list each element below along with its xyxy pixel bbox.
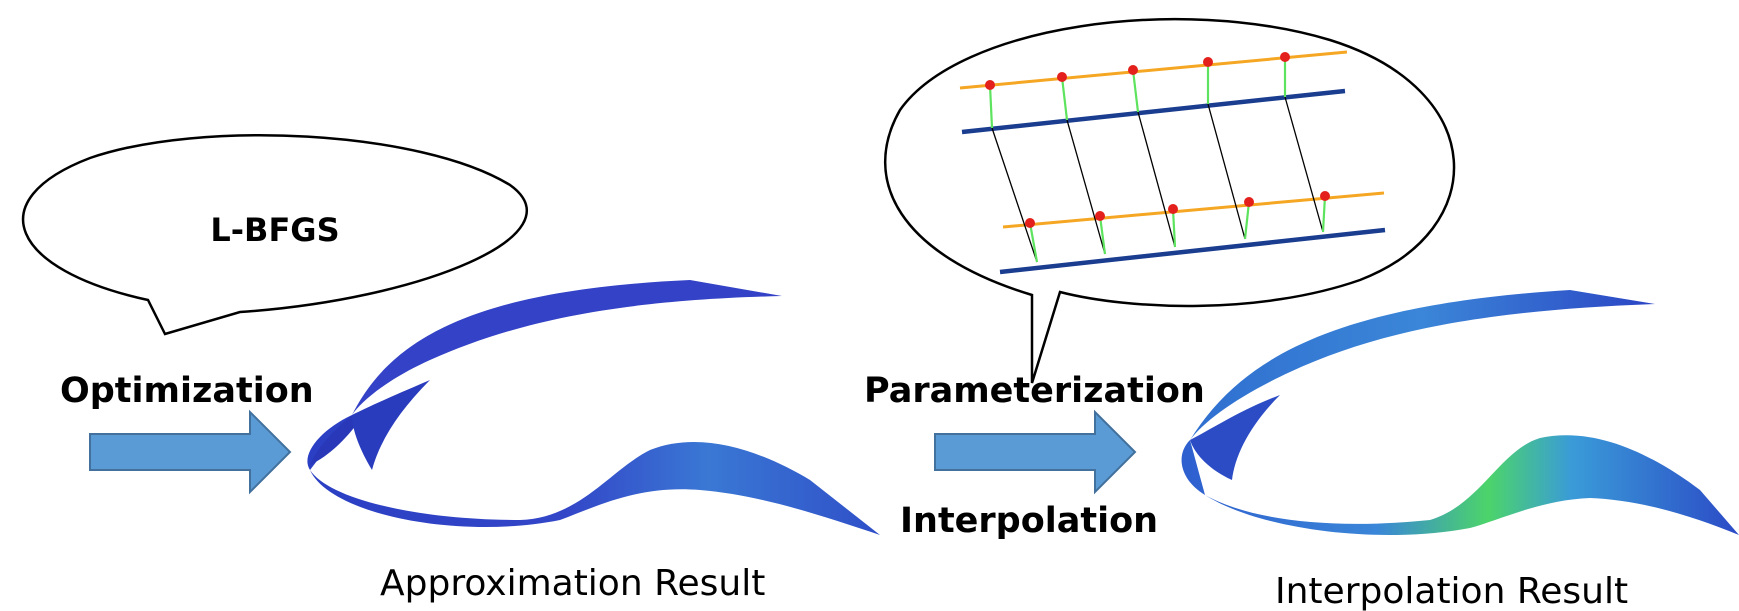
step-label-optimization: Optimization [60, 371, 314, 411]
step-label-interpolation: Interpolation [900, 501, 1158, 541]
step-label-parameterization: Parameterization [864, 371, 1205, 411]
blade-surface-interpolation [1181, 290, 1739, 536]
projection-links [988, 57, 1327, 263]
upper-blue-curve [961, 88, 1346, 135]
bubble-text-lbfgs: L-BFGS [210, 211, 339, 249]
speech-bubble-left: L-BFGS [21, 134, 528, 336]
speech-bubble-right [884, 17, 1456, 384]
step-arrow-left [89, 409, 292, 495]
step-arrow-right [934, 409, 1137, 495]
blade-surface-approximation [307, 280, 881, 535]
sample-points [985, 52, 1330, 228]
caption-interpolation-result: Interpolation Result [1275, 571, 1628, 611]
lower-orange-curve [1002, 191, 1385, 229]
caption-approximation-result: Approximation Result [380, 563, 765, 604]
correspondence-lines [991, 96, 1324, 263]
lower-blue-curve [999, 227, 1386, 275]
